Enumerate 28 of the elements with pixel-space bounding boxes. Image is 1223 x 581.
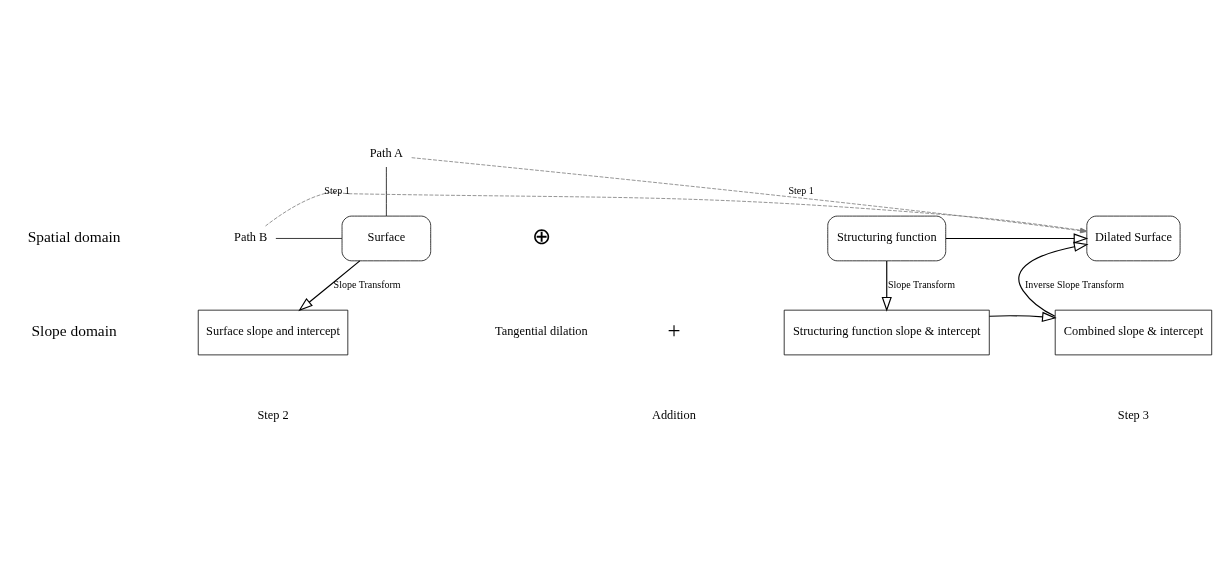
arrow bbox=[1018, 241, 1089, 317]
edge-label: Slope Transform bbox=[333, 279, 401, 291]
label: Slope domain bbox=[31, 322, 117, 340]
node-text: Path A bbox=[369, 146, 403, 161]
arrow bbox=[945, 233, 1089, 244]
label: Spatial domain bbox=[27, 228, 121, 246]
node-box: Structuring function slope & intercept bbox=[783, 309, 990, 356]
label: Step 3 bbox=[1117, 408, 1150, 423]
label: + bbox=[667, 317, 681, 344]
label: Addition bbox=[652, 408, 696, 423]
connector bbox=[386, 166, 387, 217]
node-text: Path B bbox=[234, 230, 268, 245]
arrow bbox=[988, 311, 1057, 322]
edge-label: Slope Transform bbox=[887, 279, 955, 291]
edge-label: Inverse Slope Transform bbox=[1024, 279, 1124, 291]
arrow bbox=[881, 260, 892, 312]
edge-label: Step 1 bbox=[788, 185, 814, 197]
node-box: Combined slope & intercept bbox=[1054, 309, 1213, 356]
edge-label: Step 1 bbox=[324, 185, 350, 197]
label: ⊕ bbox=[531, 223, 551, 250]
node-box: Dilated Surface bbox=[1086, 215, 1181, 262]
node-box: Surface slope and intercept bbox=[197, 309, 349, 356]
node-box: Surface bbox=[341, 215, 432, 262]
connector bbox=[275, 238, 343, 239]
node-box: Structuring function bbox=[827, 215, 947, 262]
label: Step 2 bbox=[257, 408, 289, 423]
arrow bbox=[298, 260, 361, 312]
label: Tangential dilation bbox=[495, 324, 588, 339]
